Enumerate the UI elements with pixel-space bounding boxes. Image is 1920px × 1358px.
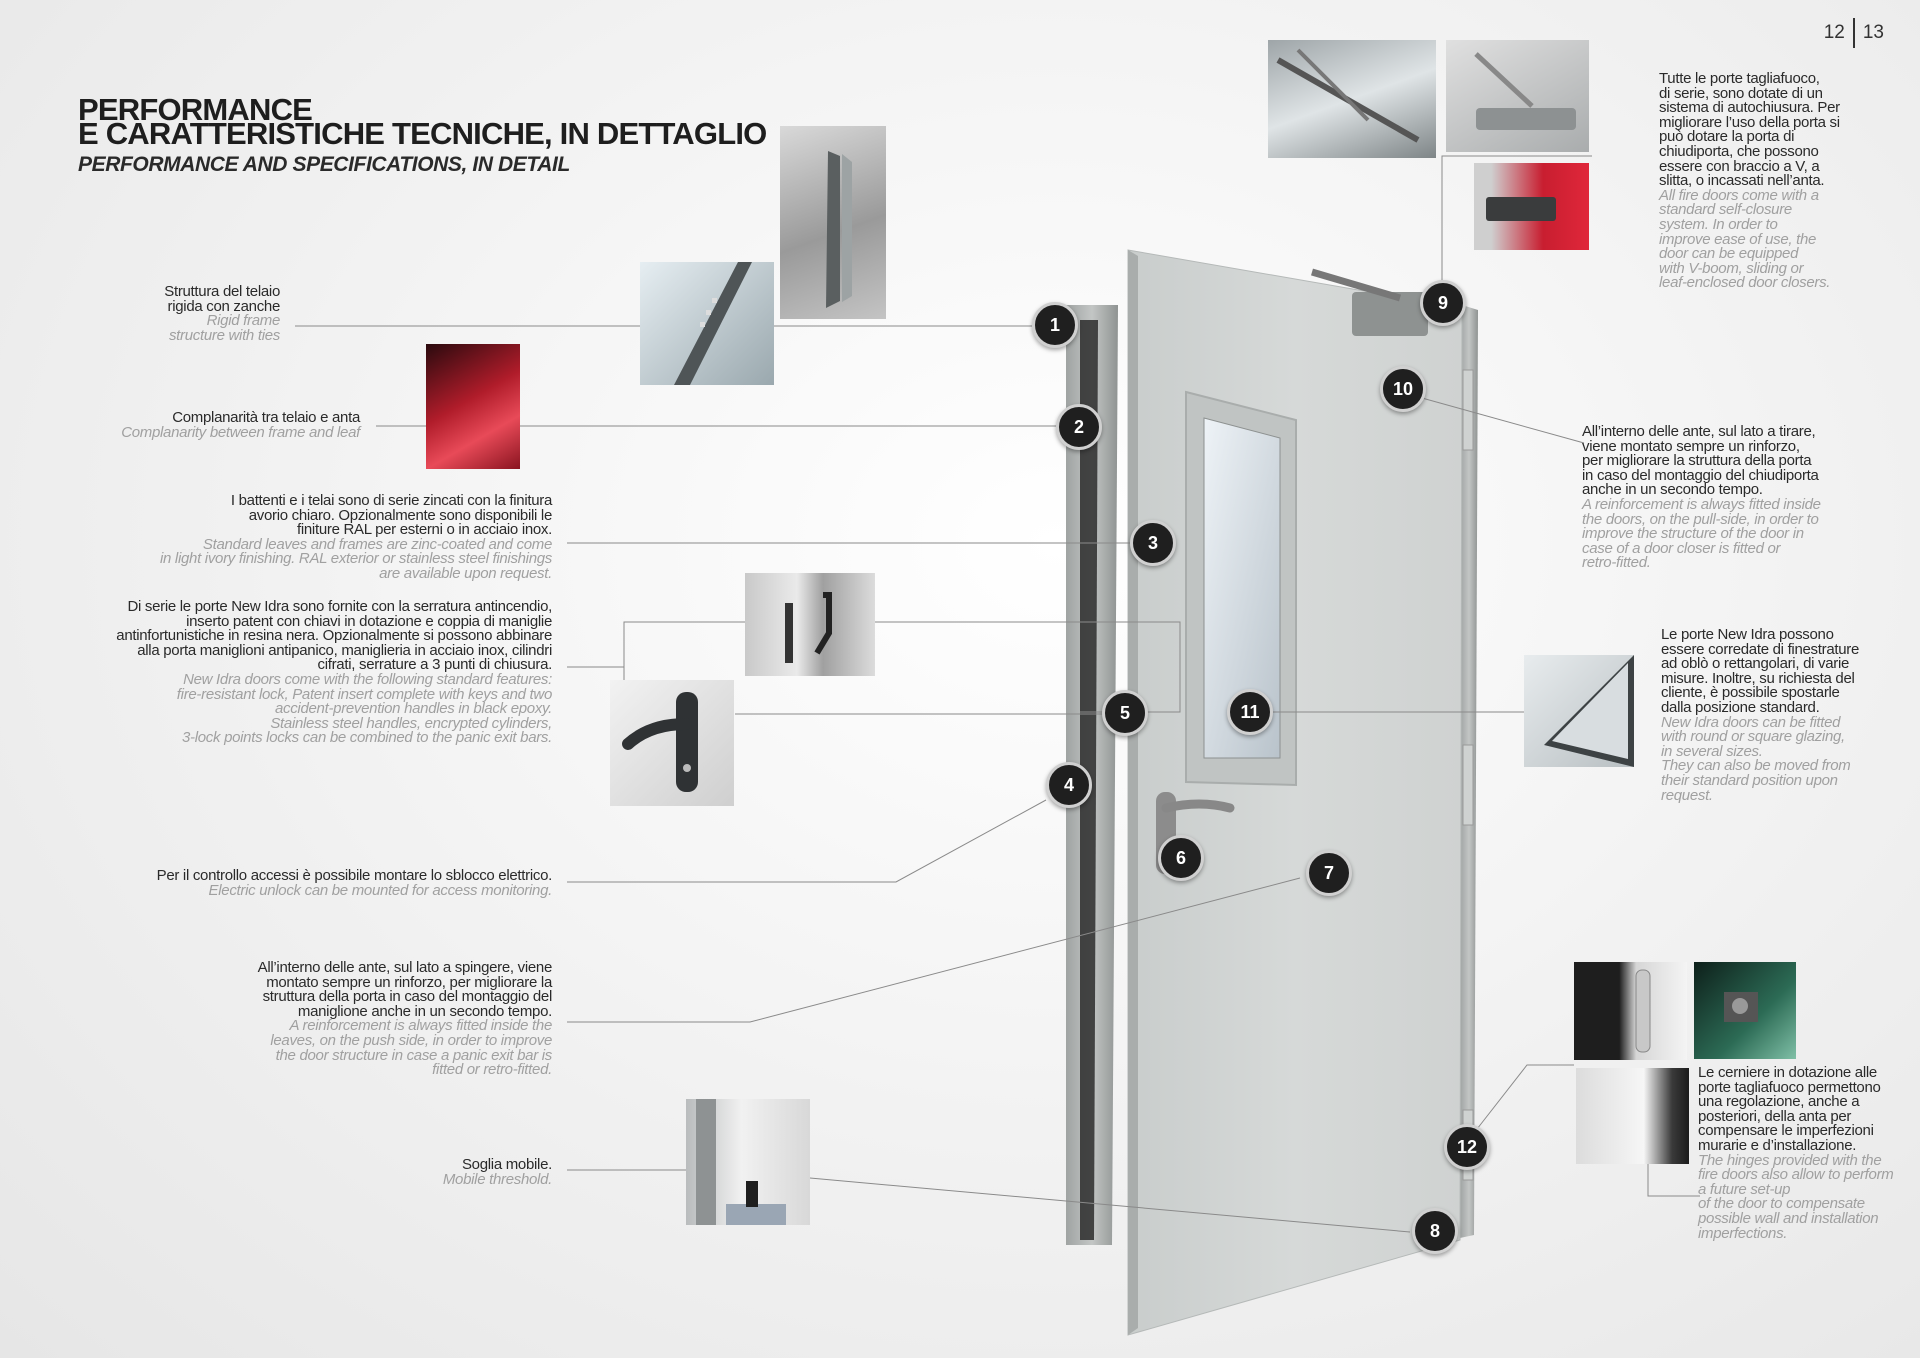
- page-title-line2: E CARATTERISTICHE TECNICHE, IN DETTAGLIO: [78, 116, 767, 151]
- frame-profile-photo: [780, 126, 886, 319]
- page-subtitle: PERFORMANCE AND SPECIFICATIONS, IN DETAI…: [78, 153, 570, 176]
- callout-badge-1: 1: [1032, 302, 1078, 348]
- door-closer-red-photo: [1474, 163, 1589, 250]
- threshold-photo: [686, 1099, 810, 1225]
- callout-badge-9: 9: [1420, 280, 1466, 326]
- callout-text-2: Complanarità tra telaio e anta Complanar…: [121, 409, 360, 441]
- hinge-top: [1462, 369, 1474, 451]
- red-leaf-edge-photo: [426, 344, 520, 469]
- door-closer-arm-photo: [1268, 40, 1436, 158]
- callout-text-4: Per il controllo accessi è possibile mon…: [156, 867, 553, 899]
- callout-text-3: I battenti e i telai sono di serie zinca…: [159, 492, 552, 582]
- hinge-leaf-photo: [1576, 1068, 1689, 1164]
- page-number-left: 12: [1823, 22, 1845, 44]
- frame-ties-photo: [640, 262, 774, 385]
- window-frame-photo: [1524, 655, 1634, 767]
- callout-badge-10: 10: [1380, 366, 1426, 412]
- door-closer: [1352, 292, 1428, 336]
- callout-text-9: Tutte le porte tagliafuoco,di serie, son…: [1659, 70, 1840, 292]
- black-handle-photo: [610, 680, 734, 806]
- callout-badge-11: 11: [1227, 689, 1273, 735]
- page-numbers: 12 13: [1816, 18, 1892, 48]
- callout-badge-12: 12: [1444, 1124, 1490, 1170]
- callout-badge-6: 6: [1158, 835, 1204, 881]
- callout-text-8: Soglia mobile. Mobile threshold.: [442, 1156, 552, 1188]
- hinge-detail-photo: [1694, 962, 1796, 1059]
- door-leaf: [1127, 249, 1463, 1336]
- door-closer-slide-photo: [1446, 40, 1589, 152]
- callout-text-5: Di serie le porte New Idra sono fornite …: [116, 598, 552, 747]
- lock-detail-photo: [745, 573, 875, 676]
- callout-text-7: All’interno delle ante, sul lato a sping…: [257, 959, 553, 1079]
- callout-badge-7: 7: [1306, 850, 1352, 896]
- page-number-right: 13: [1862, 22, 1884, 44]
- callout-badge-8: 8: [1412, 1208, 1458, 1254]
- callout-badge-2: 2: [1056, 404, 1102, 450]
- callout-text-10: All’interno delle ante, sul lato a tirar…: [1582, 423, 1821, 572]
- hinge-middle: [1462, 744, 1474, 826]
- page-number-divider: [1852, 18, 1855, 48]
- callout-badge-5: 5: [1102, 690, 1148, 736]
- callout-badge-4: 4: [1046, 762, 1092, 808]
- page-title-line1: PERFORMANCE: [78, 92, 313, 127]
- hinge-photo: [1574, 962, 1687, 1060]
- callout-badge-3: 3: [1130, 520, 1176, 566]
